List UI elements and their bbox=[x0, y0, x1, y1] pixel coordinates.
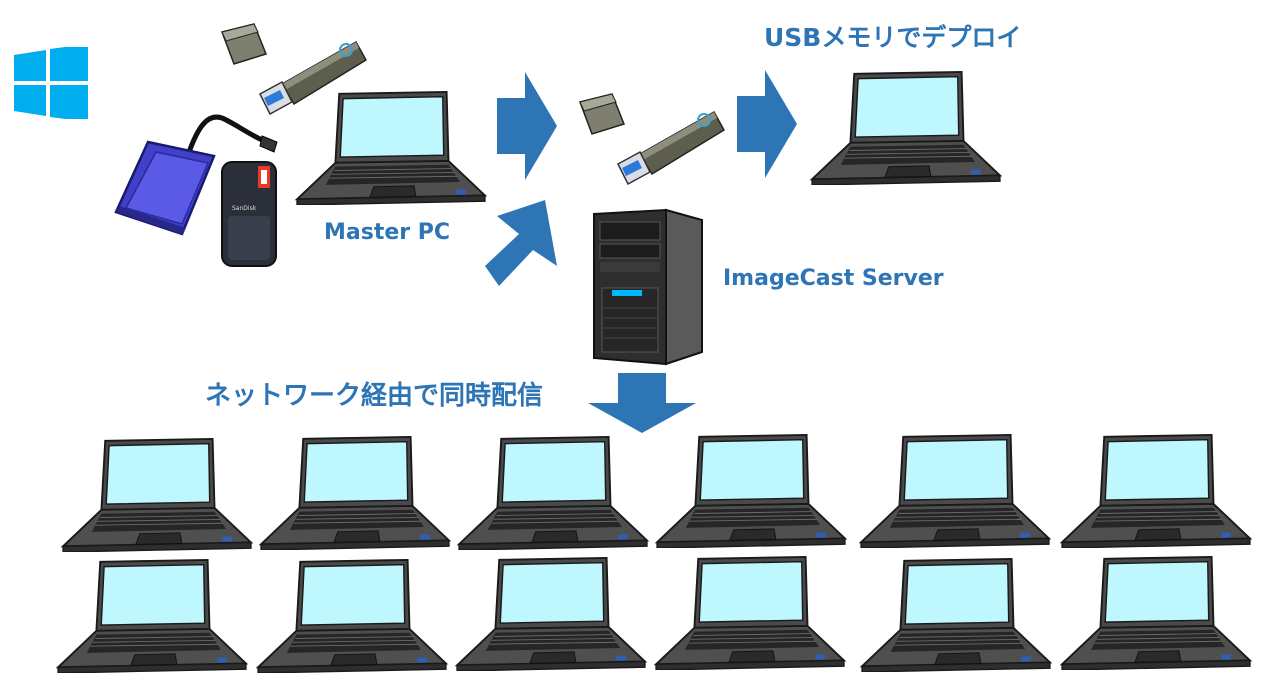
master-pc-laptop bbox=[291, 90, 491, 205]
windows-logo-icon bbox=[14, 47, 88, 119]
master-pc-label: Master PC bbox=[324, 220, 451, 245]
arrow-icon bbox=[497, 72, 557, 180]
portable-ssd-icon: SanDisk bbox=[221, 161, 277, 267]
client-laptop bbox=[451, 556, 651, 671]
usb-deploy-label: USBメモリでデプロイ bbox=[764, 23, 1022, 52]
client-laptop bbox=[1056, 433, 1256, 548]
client-laptop bbox=[1056, 555, 1256, 670]
client-laptop bbox=[855, 433, 1055, 548]
client-laptop bbox=[57, 437, 257, 552]
arrow-icon bbox=[485, 200, 557, 286]
network-multicast-label: ネットワーク経由で同時配信 bbox=[205, 381, 544, 411]
external-hdd-icon bbox=[114, 114, 278, 236]
client-laptop bbox=[856, 557, 1056, 672]
client-laptop bbox=[453, 435, 653, 550]
arrow-icon bbox=[737, 70, 797, 178]
tower-server-icon bbox=[593, 208, 703, 366]
client-laptop bbox=[651, 433, 851, 548]
arrow-icon bbox=[588, 373, 696, 433]
imagecast-server-label: ImageCast Server bbox=[723, 266, 944, 291]
ssd-brand: SanDisk bbox=[232, 205, 257, 212]
usb-target-laptop bbox=[806, 70, 1006, 185]
client-laptop bbox=[650, 555, 850, 670]
client-laptop bbox=[252, 558, 452, 673]
client-laptop bbox=[52, 558, 252, 673]
usb-flash-drive-icon bbox=[576, 90, 726, 185]
client-laptop bbox=[255, 435, 455, 550]
